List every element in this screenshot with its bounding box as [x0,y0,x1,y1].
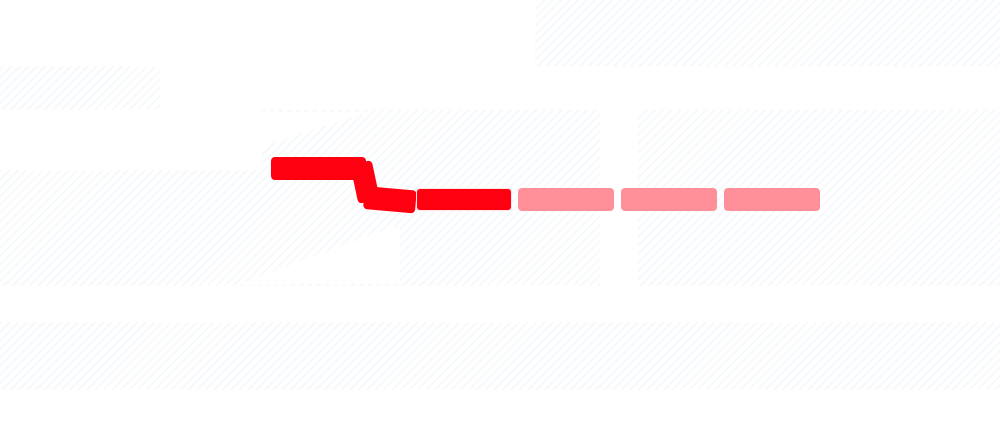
progress-segment-5 [621,188,717,211]
progress-segment-6 [724,188,820,211]
progress-segment-3 [416,188,512,211]
progress-segment-2b [362,186,417,214]
progress-segment-4 [518,188,614,211]
progress-segment-1 [271,157,366,180]
background-wedge [240,224,400,284]
background-panel [0,110,262,170]
background-wedge [258,112,368,148]
background-panel [0,286,1000,322]
background-panel [160,66,1000,110]
background-panel [0,390,1000,428]
background-panel [0,0,535,66]
